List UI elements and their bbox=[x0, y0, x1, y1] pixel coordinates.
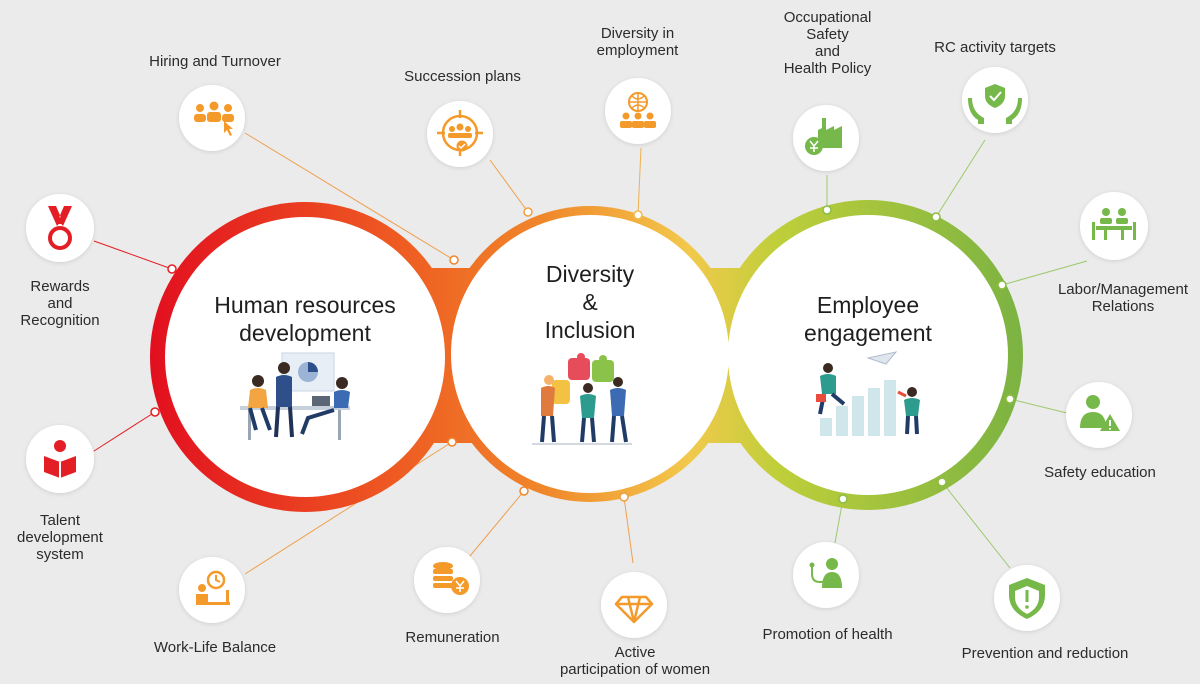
person-warning-icon bbox=[1080, 395, 1120, 431]
people-pointer-icon bbox=[194, 101, 234, 136]
label-talent-development: Talent development system bbox=[17, 512, 103, 563]
label-rc-activity-targets: RC activity targets bbox=[934, 39, 1056, 56]
coins-yen-icon bbox=[433, 562, 469, 595]
meeting-table-icon bbox=[1092, 208, 1136, 240]
label-active-participation-women: Active participation of women bbox=[559, 644, 711, 678]
diamond-icon bbox=[614, 595, 654, 624]
medal-icon bbox=[48, 206, 72, 250]
core-title-diversity-inclusion: Diversity & Inclusion bbox=[544, 261, 636, 343]
hands-shield-icon bbox=[968, 84, 1022, 124]
label-safety-education: Safety education bbox=[1044, 464, 1156, 481]
label-promotion-health: Promotion of health bbox=[762, 626, 893, 643]
target-people-icon bbox=[437, 110, 483, 156]
label-labor-management: Labor/Management Relations bbox=[1057, 281, 1189, 315]
globe-people-icon bbox=[620, 92, 656, 128]
desk-clock-icon bbox=[196, 570, 230, 605]
label-rewards-recognition: Rewards and Recognition bbox=[20, 278, 100, 329]
label-succession-plans: Succession plans bbox=[404, 68, 521, 85]
label-diversity-employment: Diversity in employment bbox=[596, 25, 679, 59]
factory-yen-icon bbox=[805, 118, 842, 155]
reading-person-icon bbox=[44, 440, 76, 478]
label-occupational-safety: Occupational Safety and Health Policy bbox=[783, 9, 872, 77]
puzzle-team-illustration bbox=[532, 353, 632, 445]
label-hiring-turnover: Hiring and Turnover bbox=[149, 53, 281, 70]
shield-exclamation-icon bbox=[1009, 578, 1045, 619]
team-meeting-illustration bbox=[240, 352, 350, 440]
core-title-employee-engagement: Employee engagement bbox=[804, 292, 932, 346]
connector-lines bbox=[93, 132, 1088, 575]
ring-dots bbox=[150, 205, 1015, 504]
label-work-life-balance: Work-Life Balance bbox=[153, 639, 277, 656]
label-remuneration: Remuneration bbox=[405, 629, 500, 646]
core-title-human-resources: Human resources development bbox=[214, 292, 396, 346]
label-prevention-reduction: Prevention and reduction bbox=[961, 645, 1129, 662]
stethoscope-person-icon bbox=[809, 558, 842, 588]
ring-inner bbox=[165, 215, 1008, 497]
growth-chart-illustration bbox=[816, 351, 920, 436]
